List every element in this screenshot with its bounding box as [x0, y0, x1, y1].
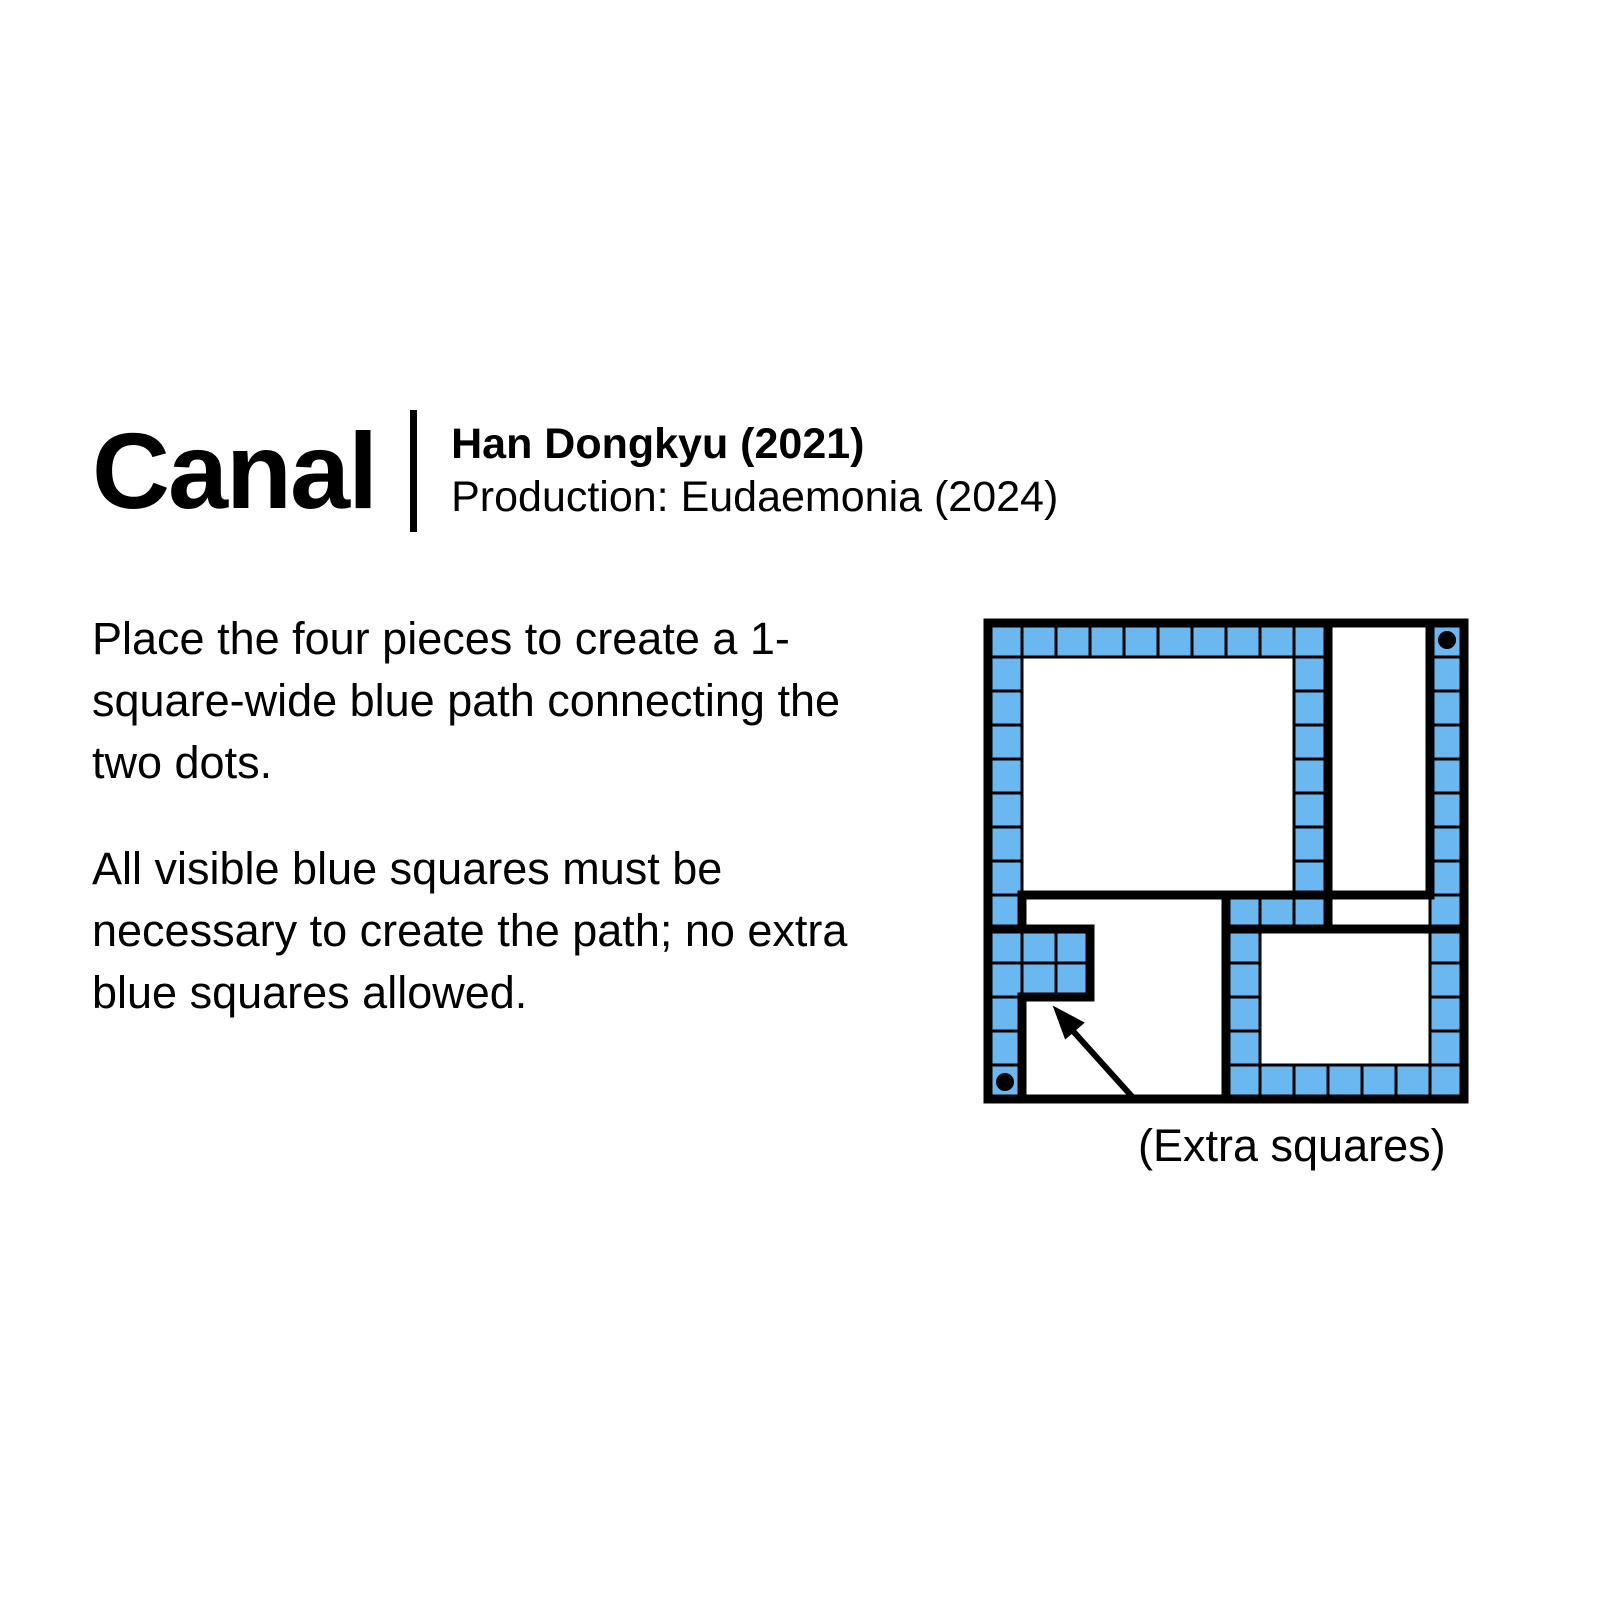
- grid-cell-blue: [986, 757, 1024, 795]
- extra-squares-label: (Extra squares): [1138, 1120, 1446, 1171]
- grid-cell-blue: [1428, 995, 1466, 1033]
- grid-cell-blue: [1428, 1063, 1466, 1101]
- grid-cell-blue: [986, 1029, 1024, 1067]
- grid-cell-blue: [1054, 621, 1092, 659]
- grid-cell-blue: [1122, 621, 1160, 659]
- grid-cell-blue: [1292, 621, 1330, 659]
- grid-cell-blue: [1020, 927, 1058, 965]
- grid-cell-blue: [1428, 1029, 1466, 1067]
- grid-cell-blue: [1054, 927, 1092, 965]
- grid-cell-blue: [1292, 723, 1330, 761]
- grid-cell-blue: [1258, 621, 1296, 659]
- grid-cell-blue: [1224, 1063, 1262, 1101]
- instructions-block: Place the four pieces to create a 1-squa…: [92, 608, 892, 1025]
- grid-cell-blue: [1428, 927, 1466, 965]
- grid-cell-blue: [986, 689, 1024, 727]
- grid-cell-blue: [986, 859, 1024, 897]
- grid-cell-blue: [986, 655, 1024, 693]
- grid-cell-blue: [986, 961, 1024, 999]
- top-right-dot: [1438, 631, 1456, 649]
- extra-squares-arrow-line: [1060, 1017, 1137, 1102]
- grid-cell-blue: [1020, 621, 1058, 659]
- grid-cell-blue: [1088, 621, 1126, 659]
- grid-cell-blue: [1156, 621, 1194, 659]
- grid-cell-blue: [1224, 1029, 1262, 1067]
- author-credit: Han Dongkyu (2021): [451, 420, 865, 469]
- grid-cell-blue: [1224, 961, 1262, 999]
- grid-cell-blue: [1292, 655, 1330, 693]
- grid-cell-blue: [986, 723, 1024, 761]
- grid-cell-blue: [1292, 791, 1330, 829]
- instruction-paragraph-1: Place the four pieces to create a 1-squa…: [92, 613, 841, 789]
- grid-cell-blue: [986, 791, 1024, 829]
- piece-outline-piece-a: [983, 618, 1333, 934]
- grid-cell-blue: [1428, 757, 1466, 795]
- grid-cell-blue: [986, 893, 1024, 931]
- grid-cell-blue: [1224, 893, 1262, 931]
- grid-cell-blue: [1428, 893, 1466, 931]
- grid-cell-blue: [1292, 1063, 1330, 1101]
- grid-cell-blue: [1190, 621, 1228, 659]
- grid-cell-blue: [1394, 1063, 1432, 1101]
- grid-cell-blue: [1292, 893, 1330, 931]
- puzzle-grid: [983, 618, 1469, 1104]
- header: Canal Han Dongkyu (2021) Production: Eud…: [92, 410, 1058, 532]
- grid-cell-blue: [1428, 859, 1466, 897]
- grid-cell-blue: [986, 825, 1024, 863]
- grid-cell-blue: [1292, 757, 1330, 795]
- board-outline: [983, 618, 1469, 1104]
- header-divider: [410, 410, 418, 532]
- grid-cell-blue: [1326, 1063, 1364, 1101]
- grid-cell-blue: [1292, 689, 1330, 727]
- grid-cell-blue: [1020, 961, 1058, 999]
- grid-cell-blue: [1360, 1063, 1398, 1101]
- puzzle-diagram: (Extra squares): [960, 595, 1500, 1195]
- grid-cell-blue: [1224, 995, 1262, 1033]
- grid-cell-blue: [1224, 927, 1262, 965]
- grid-cell-blue: [1292, 825, 1330, 863]
- credits: Han Dongkyu (2021) Production: Eudaemoni…: [451, 418, 1058, 524]
- grid-cell-blue: [986, 621, 1024, 659]
- instruction-paragraph-2: All visible blue squares must be necessa…: [92, 843, 848, 1019]
- grid-cell-blue: [1428, 825, 1466, 863]
- grid-cell-blue: [1258, 1063, 1296, 1101]
- page-title: Canal: [92, 410, 378, 531]
- production-credit: Production: Eudaemonia (2024): [451, 473, 1059, 521]
- grid-cell-blue: [1258, 893, 1296, 931]
- grid-cell-blue: [1428, 655, 1466, 693]
- bottom-left-dot: [996, 1073, 1014, 1091]
- grid-cell-blue: [986, 927, 1024, 965]
- grid-cell-blue: [1428, 689, 1466, 727]
- grid-cell-blue: [1224, 621, 1262, 659]
- grid-cell-blue: [1428, 723, 1466, 761]
- grid-cell-blue: [1428, 961, 1466, 999]
- extra-squares-arrow-head: [1052, 1005, 1085, 1040]
- grid-cell-blue: [1292, 859, 1330, 897]
- grid-cell-blue: [1428, 791, 1466, 829]
- grid-cell-blue: [986, 995, 1024, 1033]
- grid-cell-blue: [1054, 961, 1092, 999]
